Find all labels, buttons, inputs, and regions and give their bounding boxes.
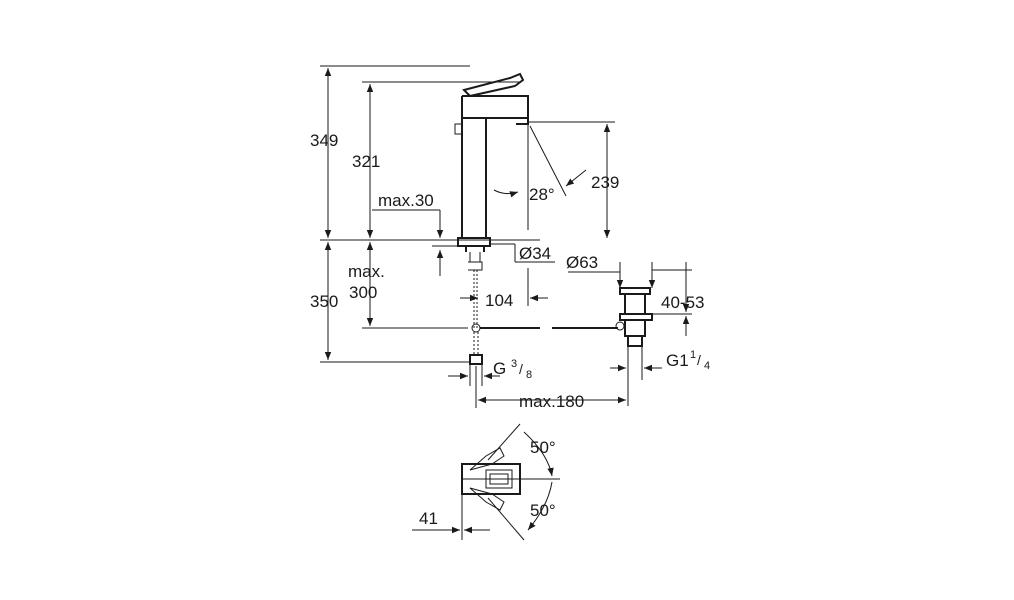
- dim-g-3-8: G 3 / 8: [493, 358, 532, 381]
- faucet-spout: [462, 95, 529, 119]
- dim-max180: max.180: [519, 392, 584, 411]
- dim-angle-50-top: 50°: [530, 438, 556, 457]
- faucet-side-view: [454, 72, 529, 365]
- dim-max30: max.30: [378, 191, 434, 210]
- dim-dia-34: Ø34: [519, 244, 551, 263]
- dim-angle-28: 28°: [529, 185, 555, 204]
- svg-text:G1: G1: [666, 351, 689, 370]
- svg-text:/: /: [519, 361, 523, 377]
- dim-angle-50-bottom: 50°: [530, 501, 556, 520]
- dim-max-label: max.: [348, 262, 385, 281]
- svg-text:8: 8: [526, 369, 532, 381]
- dim-349: 349: [310, 131, 338, 150]
- dim-350: 350: [310, 292, 338, 311]
- faucet-top-view: [412, 423, 560, 541]
- faucet-lever: [462, 72, 525, 98]
- faucet-base: [457, 237, 491, 247]
- dim-40-53: 40-53: [661, 293, 704, 312]
- svg-text:G: G: [493, 359, 506, 378]
- dim-g1-1-4: G1 1 / 4: [666, 349, 710, 372]
- svg-text:1: 1: [690, 349, 696, 361]
- svg-text:/: /: [697, 352, 701, 368]
- pop-up-rod: [454, 123, 463, 135]
- svg-text:3: 3: [511, 358, 517, 370]
- dim-41: 41: [419, 509, 438, 528]
- hose-connector: [469, 354, 483, 365]
- waste-valve: [615, 287, 653, 347]
- dim-239: 239: [591, 173, 619, 192]
- dim-dia-63: Ø63: [566, 253, 598, 272]
- dim-300: 300: [349, 283, 377, 302]
- dim-104: 104: [485, 291, 513, 310]
- dimension-lines: [320, 65, 692, 408]
- svg-text:4: 4: [704, 360, 710, 372]
- dim-321: 321: [352, 152, 380, 171]
